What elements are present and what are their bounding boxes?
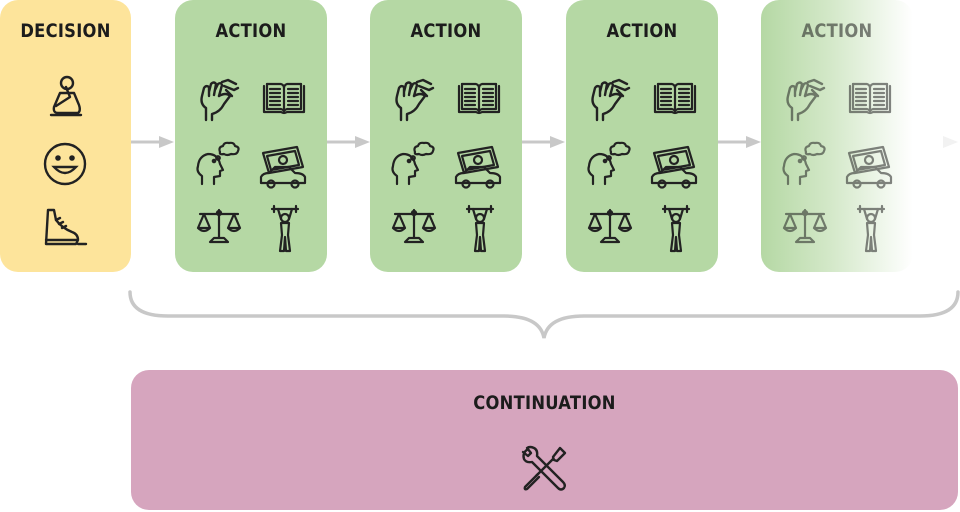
action-box-4: ACTION: [761, 0, 913, 272]
thinking-head-icon: [587, 141, 631, 186]
weightlifter-icon: [465, 204, 495, 253]
decision-title: DECISION: [20, 20, 111, 42]
open-book-icon: [847, 82, 893, 116]
action-title: ACTION: [410, 20, 482, 42]
money-car-icon: [259, 145, 307, 189]
decision-box: DECISION: [0, 0, 131, 272]
action-title: ACTION: [801, 20, 873, 42]
open-book-icon: [456, 82, 502, 116]
thinking-head-icon: [782, 141, 826, 186]
hand-gesture-icon: [587, 78, 631, 122]
action-title: ACTION: [215, 20, 287, 42]
open-book-icon: [261, 82, 307, 116]
wrench-screwdriver-icon: [520, 445, 568, 493]
curly-brace-connector: [128, 290, 960, 346]
hand-gesture-icon: [782, 78, 826, 122]
balance-scale-icon: [196, 208, 242, 244]
balance-scale-icon: [391, 208, 437, 244]
open-book-icon: [652, 82, 698, 116]
action-title: ACTION: [606, 20, 678, 42]
running-shoe-icon: [42, 206, 90, 248]
hand-gesture-icon: [196, 78, 240, 122]
hand-gesture-icon: [391, 78, 435, 122]
thinking-head-icon: [196, 141, 240, 186]
arrow-connector: [131, 134, 175, 154]
arrow-connector: [327, 134, 371, 154]
arrow-connector: [718, 134, 762, 154]
weightlifter-icon: [661, 204, 691, 253]
money-car-icon: [454, 145, 502, 189]
money-car-icon: [650, 145, 698, 189]
action-box-1: ACTION: [175, 0, 327, 272]
balance-scale-icon: [782, 208, 828, 244]
arrow-connector-faded: [913, 134, 959, 154]
thinking-head-icon: [391, 141, 435, 186]
balance-scale-icon: [587, 208, 633, 244]
arrow-connector: [522, 134, 566, 154]
continuation-box: CONTINUATION: [131, 370, 958, 510]
continuation-title: CONTINUATION: [473, 392, 616, 414]
weightlifter-icon: [270, 204, 300, 253]
action-box-3: ACTION: [566, 0, 718, 272]
weightlifter-icon: [856, 204, 886, 253]
money-car-icon: [845, 145, 893, 189]
action-box-2: ACTION: [370, 0, 522, 272]
smiley-face-icon: [42, 141, 88, 187]
thinking-person-icon: [48, 73, 84, 121]
